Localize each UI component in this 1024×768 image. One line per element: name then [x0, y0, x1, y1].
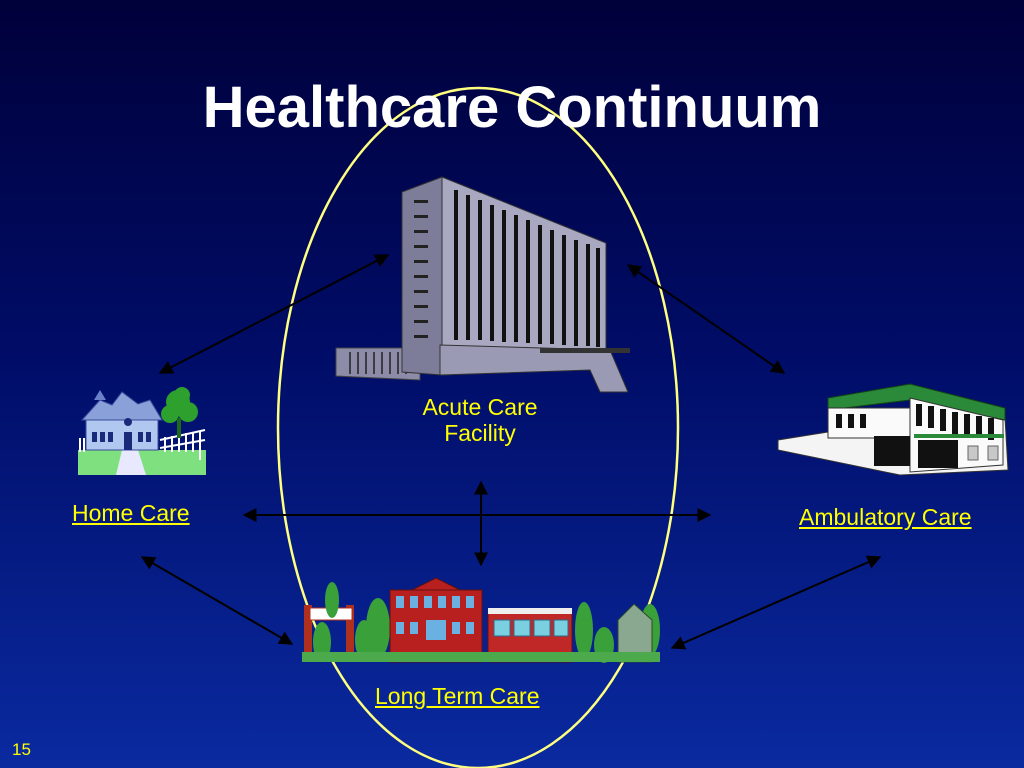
- slide-title: Healthcare Continuum: [202, 75, 822, 140]
- long-term-care-icon: [302, 577, 660, 663]
- arrow-ambulatory-longterm: [670, 555, 882, 650]
- acute-care-label-line2: Facility: [444, 420, 516, 446]
- ambulatory-care-link[interactable]: Ambulatory Care: [799, 504, 972, 530]
- arrow-acute-home: [158, 254, 390, 374]
- arrow-acute-ambulatory: [626, 264, 786, 374]
- acute-care-ellipse: [276, 86, 680, 768]
- arrow-home-longterm: [140, 556, 294, 645]
- slide-number: 15: [12, 740, 31, 759]
- clinic-icon: [777, 383, 1009, 476]
- hospital-icon: [335, 176, 630, 393]
- home-care-link[interactable]: Home Care: [72, 500, 190, 526]
- house-icon: [78, 387, 206, 475]
- acute-care-label: Acute Care Facility: [380, 394, 580, 446]
- long-term-care-link[interactable]: Long Term Care: [375, 683, 540, 709]
- acute-care-label-line1: Acute Care: [422, 394, 538, 420]
